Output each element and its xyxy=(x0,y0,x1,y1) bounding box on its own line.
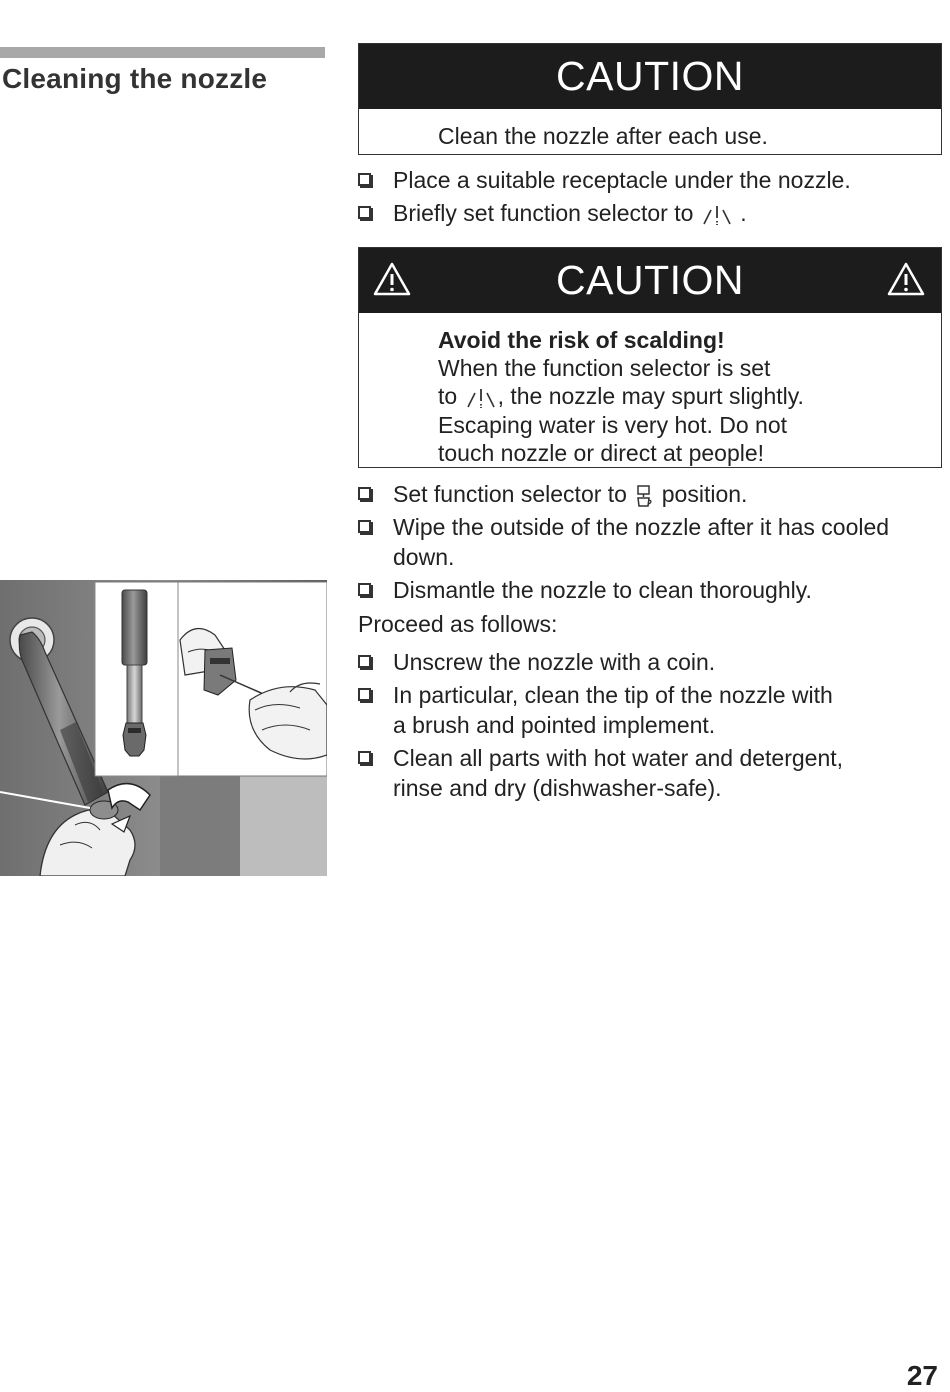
section-rule xyxy=(0,47,325,58)
list-item-text: Place a suitable receptacle under the no… xyxy=(393,167,851,193)
list-item: Place a suitable receptacle under the no… xyxy=(358,165,943,195)
steam-symbol-icon xyxy=(703,205,731,225)
caution-bold-line: Avoid the risk of scalding! xyxy=(438,327,725,353)
list-item-text: Briefly set function selector to xyxy=(393,200,700,226)
checkbox-bullet-icon xyxy=(358,487,373,502)
nozzle-cleaning-illustration xyxy=(0,580,327,876)
caution-text: to xyxy=(438,383,464,409)
caution-title: CAUTION xyxy=(556,257,744,303)
caution-box-scalding: CAUTION Avoid the risk of scalding! When… xyxy=(358,247,942,468)
step-list-2: Set function selector to position. Wipe … xyxy=(358,479,943,605)
list-item-text: Wipe the outside of the nozzle after it … xyxy=(393,514,890,540)
caution-line: to , the nozzle may spurt slightly. xyxy=(438,382,941,411)
list-item-text: Dismantle the nozzle to clean thoroughly… xyxy=(393,577,812,603)
list-item-text: position. xyxy=(655,481,748,507)
caution-title: CAUTION xyxy=(556,53,744,99)
caution-box-clean: CAUTION Clean the nozzle after each use. xyxy=(358,43,942,155)
warning-triangle-icon xyxy=(887,262,925,296)
list-item: Set function selector to position. xyxy=(358,479,943,509)
caution-text: , the nozzle may spurt slightly. xyxy=(497,383,804,409)
list-item: Briefly set function selector to . xyxy=(358,198,943,228)
list-item-text: Set function selector to xyxy=(393,481,634,507)
steam-symbol-icon xyxy=(466,388,495,408)
list-item-text: . xyxy=(740,200,747,226)
caution-line: touch nozzle or direct at people! xyxy=(438,439,765,466)
warning-triangle-icon xyxy=(373,262,411,296)
checkbox-bullet-icon xyxy=(358,751,373,766)
checkbox-bullet-icon xyxy=(358,583,373,598)
list-item-text: In particular, clean the tip of the nozz… xyxy=(393,682,833,708)
list-item-text: rinse and dry (dishwasher-safe). xyxy=(393,775,722,801)
checkbox-bullet-icon xyxy=(358,688,373,703)
proceed-text: Proceed as follows: xyxy=(358,611,558,637)
list-item: Unscrew the nozzle with a coin. xyxy=(358,647,943,677)
list-item: Clean all parts with hot water and deter… xyxy=(358,743,943,803)
list-item-text: a brush and pointed implement. xyxy=(393,712,716,738)
section-title: Cleaning the nozzle xyxy=(2,63,268,94)
step-list-1: Place a suitable receptacle under the no… xyxy=(358,165,943,228)
list-item-text: Clean all parts with hot water and deter… xyxy=(393,745,844,771)
list-item: Dismantle the nozzle to clean thoroughly… xyxy=(358,575,943,605)
list-item: Wipe the outside of the nozzle after it … xyxy=(358,512,943,572)
caution-text: Clean the nozzle after each use. xyxy=(438,123,768,149)
caution-line: When the function selector is set xyxy=(438,355,771,381)
page-number: 27 xyxy=(906,1360,938,1391)
list-item: In particular, clean the tip of the nozz… xyxy=(358,680,943,740)
checkbox-bullet-icon xyxy=(358,206,373,221)
cup-symbol-icon xyxy=(637,485,652,507)
caution-body: Avoid the risk of scalding! When the fun… xyxy=(359,313,941,467)
caution-body: Clean the nozzle after each use. xyxy=(359,109,941,150)
list-item-text: down. xyxy=(393,544,455,570)
caution-line: Escaping water is very hot. Do not xyxy=(438,411,787,438)
checkbox-bullet-icon xyxy=(358,520,373,535)
caution-header: CAUTION xyxy=(359,248,941,313)
caution-header: CAUTION xyxy=(359,44,941,109)
checkbox-bullet-icon xyxy=(358,655,373,670)
step-list-3: Unscrew the nozzle with a coin. In parti… xyxy=(358,647,943,803)
checkbox-bullet-icon xyxy=(358,173,373,188)
list-item-text: Unscrew the nozzle with a coin. xyxy=(393,649,716,675)
